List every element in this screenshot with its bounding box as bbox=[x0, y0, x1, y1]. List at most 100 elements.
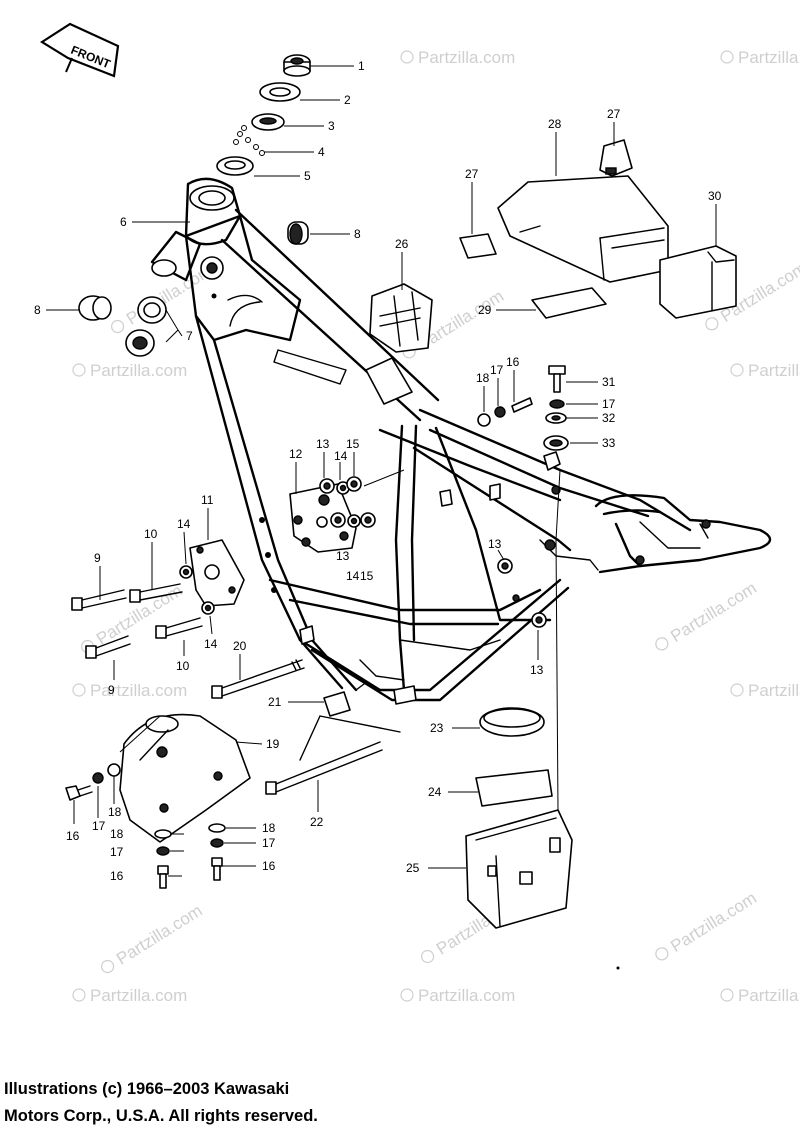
watermark: Partzilla.com bbox=[720, 986, 800, 1005]
callout-12: 12 bbox=[289, 447, 303, 461]
callout-1: 1 bbox=[358, 59, 365, 73]
callout-14-upper: 14 bbox=[334, 449, 348, 463]
watermark: Partzilla.com bbox=[72, 681, 187, 700]
callout-2: 2 bbox=[344, 93, 351, 107]
bearing-seal-upper bbox=[137, 296, 167, 324]
callout-5: 5 bbox=[304, 169, 311, 183]
bolt-10-lower bbox=[155, 617, 203, 639]
copyright-line-2: Motors Corp., U.S.A. All rights reserved… bbox=[4, 1107, 318, 1125]
head-pipe-cap bbox=[78, 295, 112, 321]
watermark: Partzilla.com bbox=[72, 986, 187, 1005]
callout-21: 21 bbox=[268, 695, 282, 709]
callout-labels: 1 2 3 4 5 6 8 8 7 26 28 27 27 30 29 18 1… bbox=[34, 59, 722, 883]
callout-15-lower: 15 bbox=[360, 569, 374, 583]
callout-25: 25 bbox=[406, 861, 420, 875]
main-frame bbox=[150, 177, 772, 705]
callout-16-right: 16 bbox=[262, 859, 276, 873]
callout-30: 30 bbox=[708, 189, 722, 203]
watermark: Partzilla.com bbox=[655, 578, 760, 651]
callout-13-lower: 13 bbox=[336, 549, 350, 563]
callout-16-upper: 16 bbox=[506, 355, 520, 369]
watermark: Partzilla.com bbox=[730, 361, 800, 380]
callout-18-upper: 18 bbox=[476, 371, 490, 385]
callout-17-right-low: 17 bbox=[262, 836, 276, 850]
callout-7: 7 bbox=[186, 329, 193, 343]
watermark-text: Partzilla.com bbox=[667, 888, 760, 956]
bearing-race-upper bbox=[251, 113, 285, 131]
watermark-text: Partzilla.com bbox=[738, 48, 800, 67]
callout-8-left: 8 bbox=[34, 303, 41, 317]
callout-22: 22 bbox=[310, 815, 324, 829]
frame-cap bbox=[287, 221, 309, 245]
callout-13-upper: 13 bbox=[316, 437, 330, 451]
callout-6: 6 bbox=[120, 215, 127, 229]
callout-3: 3 bbox=[328, 119, 335, 133]
watermark: Partzilla.com bbox=[730, 681, 800, 700]
rubber-band-23 bbox=[479, 707, 545, 737]
callout-18-mid: 18 bbox=[110, 827, 124, 841]
regulator bbox=[659, 245, 737, 319]
callout-17-right: 17 bbox=[602, 397, 616, 411]
callout-4: 4 bbox=[318, 145, 325, 159]
bearing-seal-lower bbox=[125, 329, 155, 357]
rubber-mount-holder bbox=[369, 283, 433, 353]
battery-case-25 bbox=[465, 809, 573, 929]
cushion-pad bbox=[531, 287, 607, 319]
callout-27-top: 27 bbox=[607, 107, 621, 121]
callout-17-mid: 17 bbox=[110, 845, 124, 859]
watermark-text: Partzilla.com bbox=[738, 986, 800, 1005]
bolt-10-upper bbox=[129, 583, 183, 603]
callout-28: 28 bbox=[548, 117, 562, 131]
watermark-text: Partzilla.com bbox=[418, 48, 515, 67]
callout-15-upper: 15 bbox=[346, 437, 360, 451]
watermark: Partzilla.com bbox=[400, 48, 515, 67]
copyright-notice: Illustrations (c) 1966–2003 Kawasaki Mot… bbox=[4, 1076, 564, 1130]
callout-27-side: 27 bbox=[465, 167, 479, 181]
engine-mount-plate bbox=[189, 539, 245, 607]
callout-11: 11 bbox=[201, 493, 214, 507]
bearing-race-lower bbox=[216, 156, 254, 176]
long-bolt-20 bbox=[211, 659, 305, 699]
frame-parts-diagram: Partzilla.com Partzilla.com Partzilla.co… bbox=[34, 22, 800, 1005]
watermark-text: Partzilla.com bbox=[113, 901, 206, 969]
callout-14-left: 14 bbox=[177, 517, 191, 531]
watermark-text: Partzilla.com bbox=[90, 681, 187, 700]
watermark: Partzilla.com bbox=[655, 888, 760, 961]
callout-10-upper: 10 bbox=[144, 527, 158, 541]
callout-16-left: 16 bbox=[66, 829, 80, 843]
steering-nut bbox=[283, 54, 311, 77]
watermark: Partzilla.com bbox=[72, 361, 187, 380]
callout-13-right: 13 bbox=[488, 537, 502, 551]
callout-16-mid: 16 bbox=[110, 869, 124, 883]
callout-26: 26 bbox=[395, 237, 409, 251]
callout-19: 19 bbox=[266, 737, 280, 751]
battery-pad-24 bbox=[475, 769, 553, 807]
watermark: Partzilla.com bbox=[400, 986, 515, 1005]
rubber-cushion-side bbox=[459, 233, 497, 259]
watermark-text: Partzilla.com bbox=[667, 578, 760, 646]
callout-29: 29 bbox=[478, 303, 492, 317]
watermark-text: Partzilla.com bbox=[90, 986, 187, 1005]
watermark: Partzilla.com bbox=[720, 48, 800, 67]
callout-8-right: 8 bbox=[354, 227, 361, 241]
callout-14-mid: 14 bbox=[204, 637, 218, 651]
callout-10-lower: 10 bbox=[176, 659, 190, 673]
watermark-text: Partzilla.com bbox=[748, 361, 800, 380]
copyright-line-1: Illustrations (c) 1966–2003 Kawasaki bbox=[4, 1080, 290, 1098]
bolt-9-upper bbox=[71, 589, 127, 611]
watermark-text: Partzilla.com bbox=[748, 681, 800, 700]
steering-stem-cap bbox=[259, 82, 301, 102]
steering-head-parts bbox=[78, 54, 311, 357]
rubber-cushion-top bbox=[599, 139, 633, 177]
callout-14-lower: 14 bbox=[346, 569, 360, 583]
callout-24: 24 bbox=[428, 785, 442, 799]
steel-balls bbox=[233, 125, 265, 156]
callout-31: 31 bbox=[602, 375, 616, 389]
callout-18-right: 18 bbox=[262, 821, 276, 835]
callout-33: 33 bbox=[602, 436, 616, 450]
watermark-text: Partzilla.com bbox=[90, 361, 187, 380]
electrical-cover bbox=[497, 175, 669, 283]
callout-17-upper: 17 bbox=[490, 363, 504, 377]
callout-9-lower: 9 bbox=[108, 683, 115, 697]
callout-20: 20 bbox=[233, 639, 247, 653]
